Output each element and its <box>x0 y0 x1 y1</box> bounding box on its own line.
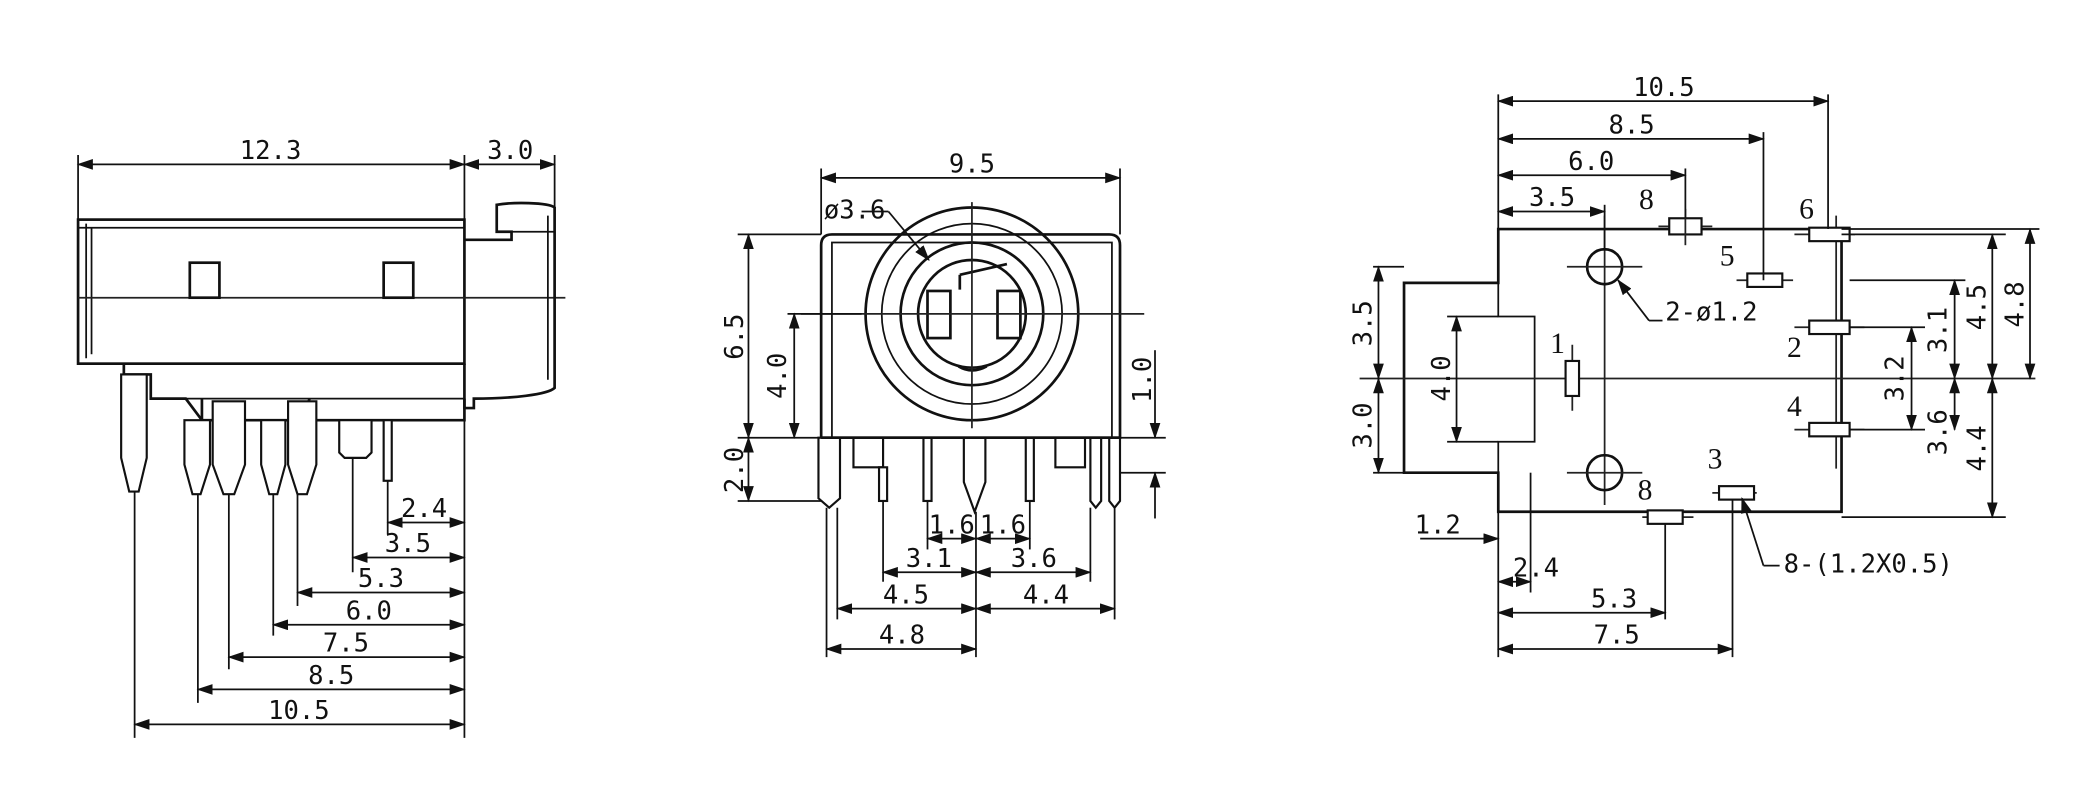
dim-bottom-1-2: 1.2 <box>1415 510 1461 540</box>
dim-right-3-2: 3.2 <box>1880 355 1910 401</box>
pin-label-3: 3 <box>1708 444 1723 476</box>
dim-hole-diameter: ø3.6 <box>824 195 886 225</box>
dim-right-4-4: 4.4 <box>1963 425 1993 471</box>
dim-pin-5-3: 5.3 <box>358 564 404 594</box>
dim-pin-3-5: 3.5 <box>385 529 431 559</box>
dim-10-5: 10.5 <box>1633 73 1695 103</box>
side-body-outline <box>76 201 566 410</box>
dim-r3: 4.4 <box>1023 580 1069 610</box>
front-extension-lines <box>737 168 1166 658</box>
pin-label-5: 5 <box>1720 240 1735 272</box>
dim-width: 9.5 <box>949 150 995 180</box>
dim-right-3-6: 3.6 <box>1924 409 1954 455</box>
footprint-dimension-lines <box>1373 95 2036 655</box>
dim-standoff: 1.0 <box>1128 357 1158 403</box>
dim-r1: 1.6 <box>980 510 1026 540</box>
dim-left-4-0: 4.0 <box>1427 355 1457 401</box>
dim-pin-10-5: 10.5 <box>268 696 330 726</box>
side-dimension-lines <box>76 159 556 730</box>
dim-left-3-0: 3.0 <box>1349 402 1379 448</box>
dim-right-3-1: 3.1 <box>1924 307 1954 353</box>
dim-left-3-5: 3.5 <box>1349 300 1379 346</box>
dim-pin-2-4: 2.4 <box>401 494 447 524</box>
dim-right-4-8: 4.8 <box>2000 281 2030 327</box>
dim-pin-length: 2.0 <box>720 447 750 493</box>
dim-pin-7-5: 7.5 <box>323 629 369 659</box>
dim-holes: 2-ø1.2 <box>1665 298 1757 328</box>
dim-3-5: 3.5 <box>1529 183 1575 213</box>
dim-r2: 3.6 <box>1011 544 1057 574</box>
pin-label-4: 4 <box>1787 391 1802 423</box>
side-pins <box>120 373 393 496</box>
front-body <box>800 202 1145 440</box>
footprint-pin-numbers: 8 6 5 1 2 4 3 8 <box>1550 184 1814 507</box>
dim-bottom-2-4: 2.4 <box>1513 553 1559 583</box>
pin-label-8-top: 8 <box>1639 184 1654 216</box>
dim-pin-8-5: 8.5 <box>308 661 354 691</box>
pin-label-8-bottom: 8 <box>1638 475 1653 507</box>
dim-front: 3.0 <box>487 136 533 166</box>
dim-l3: 4.5 <box>883 580 929 610</box>
footprint-pads <box>1564 208 1865 525</box>
dim-bottom-7-5: 7.5 <box>1594 621 1640 651</box>
front-view: 9.5 ø3.6 6.5 4.0 2.0 1.0 1.6 1.6 3.1 3.6… <box>720 150 1166 658</box>
dim-pad-size: 8-(1.2X0.5) <box>1784 549 1953 579</box>
dim-height: 6.5 <box>720 314 750 360</box>
dim-8-5: 8.5 <box>1608 110 1654 140</box>
front-dimension-lines <box>743 172 1161 655</box>
pin-label-1: 1 <box>1550 328 1565 360</box>
side-view: 12.3 3.0 2.4 3.5 5.3 6.0 7.5 8.5 10.5 <box>76 136 566 738</box>
dim-pin-6-0: 6.0 <box>346 596 392 626</box>
dim-right-4-5: 4.5 <box>1963 284 1993 330</box>
dim-6-0: 6.0 <box>1568 147 1614 177</box>
pin-label-6: 6 <box>1799 193 1814 225</box>
dim-l2: 3.1 <box>906 544 952 574</box>
front-pins <box>817 436 1122 515</box>
side-dimension-labels: 12.3 3.0 2.4 3.5 5.3 6.0 7.5 8.5 10.5 <box>240 136 533 726</box>
footprint-view: 8 6 5 1 2 4 3 8 10.5 8.5 6.0 3.5 2-ø1.2 … <box>1349 73 2040 658</box>
pin-label-2: 2 <box>1787 332 1802 364</box>
dim-length: 12.3 <box>240 136 302 166</box>
footprint-outline <box>1359 215 2036 514</box>
dim-bottom-5-3: 5.3 <box>1591 584 1637 614</box>
front-dimension-labels: 9.5 ø3.6 6.5 4.0 2.0 1.0 1.6 1.6 3.1 3.6… <box>720 150 1158 651</box>
dim-center-height: 4.0 <box>763 353 793 399</box>
dim-l1: 1.6 <box>929 510 975 540</box>
dim-l4: 4.8 <box>879 621 925 651</box>
footprint-dimension-labels: 10.5 8.5 6.0 3.5 2-ø1.2 4.8 4.5 3.1 3.2 … <box>1349 73 2031 651</box>
